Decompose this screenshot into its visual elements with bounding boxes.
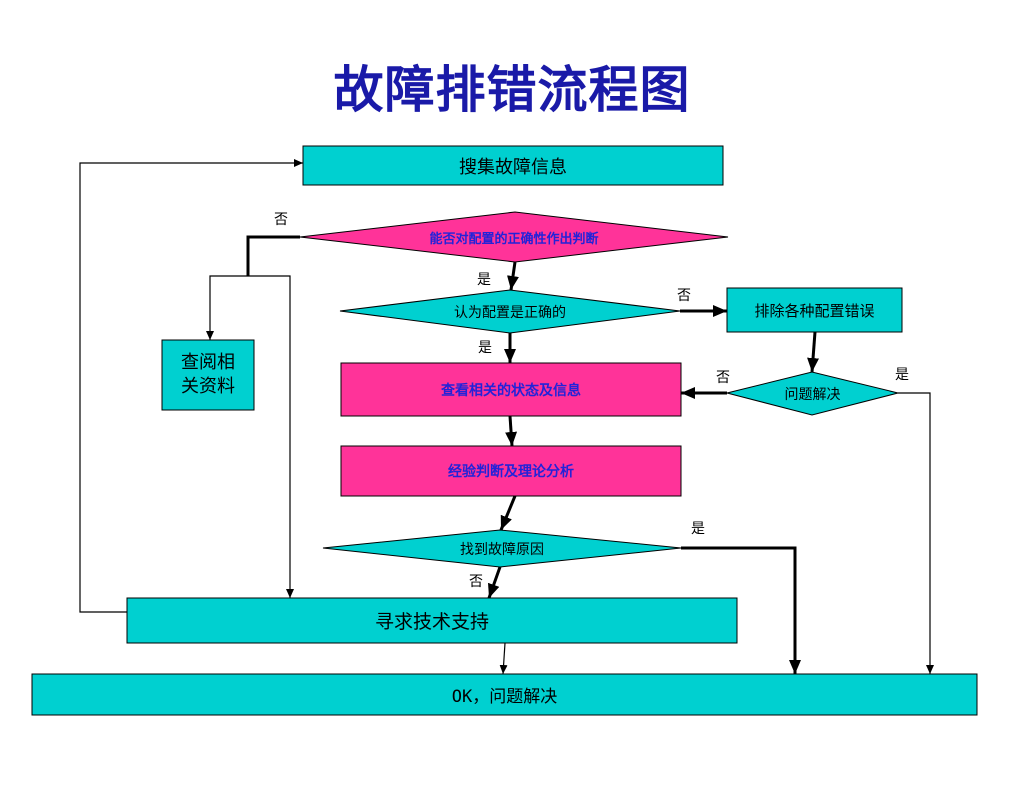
page-title: 故障排错流程图 — [333, 61, 691, 119]
connector-status-to-analysis — [505, 415, 518, 447]
label-consult-line-2: 关资料 — [181, 376, 235, 397]
node-collect-info — [302, 145, 724, 186]
connector-judge-no — [246, 235, 300, 276]
connector-support-to-collect — [79, 159, 303, 613]
connector-solved-yes — [898, 392, 934, 674]
edge-label-solved-no: 否 — [716, 370, 730, 386]
node-ok-solved — [31, 673, 978, 716]
connector-judge-yes — [507, 261, 519, 291]
label-experience-analysis: 经验判断及理论分析 — [448, 464, 574, 480]
label-problem-solved-check: 问题解决 — [784, 386, 841, 403]
edge-label-correct-yes: 是 — [478, 340, 492, 356]
node-consult-materials — [161, 339, 255, 411]
connector-support-to-ok — [499, 642, 508, 675]
edge-label-judge-yes: 是 — [477, 272, 491, 288]
edge-label-found-yes: 是 — [691, 521, 705, 537]
label-consult-line-1: 查阅相 — [181, 352, 235, 373]
edge-label-correct-no: 否 — [677, 288, 691, 304]
node-fix-config-errors — [726, 287, 903, 333]
node-can-judge-config — [299, 211, 729, 263]
node-check-status — [340, 362, 682, 417]
label-ok-solved: OK，问题解决 — [451, 687, 558, 707]
connector-analysis-to-found — [499, 495, 517, 531]
connector-branch-to-support — [248, 275, 294, 598]
node-experience-analysis — [340, 445, 682, 497]
edge-label-judge-no: 否 — [274, 212, 288, 228]
label-fix-config-errors: 排除各种配置错误 — [754, 301, 875, 320]
label-check-status: 查看相关的状态及信息 — [441, 382, 581, 399]
label-can-judge-config: 能否对配置的正确性作出判断 — [429, 231, 599, 247]
connector-found-no — [487, 566, 502, 599]
edge-label-found-no: 否 — [469, 574, 483, 590]
label-seek-support: 寻求技术支持 — [374, 611, 489, 633]
node-seek-support — [126, 597, 738, 644]
connector-fix-to-solved — [807, 331, 820, 373]
label-config-correct: 认为配置是正确的 — [454, 304, 566, 321]
label-found-cause: 找到故障原因 — [460, 541, 544, 558]
edge-label-solved-yes: 是 — [895, 367, 909, 383]
connector-branch-to-consult — [206, 275, 248, 340]
label-consult-materials: 查阅相 关资料 — [162, 340, 254, 410]
label-collect-info: 搜集故障信息 — [459, 156, 567, 178]
connector-found-yes — [681, 546, 801, 674]
